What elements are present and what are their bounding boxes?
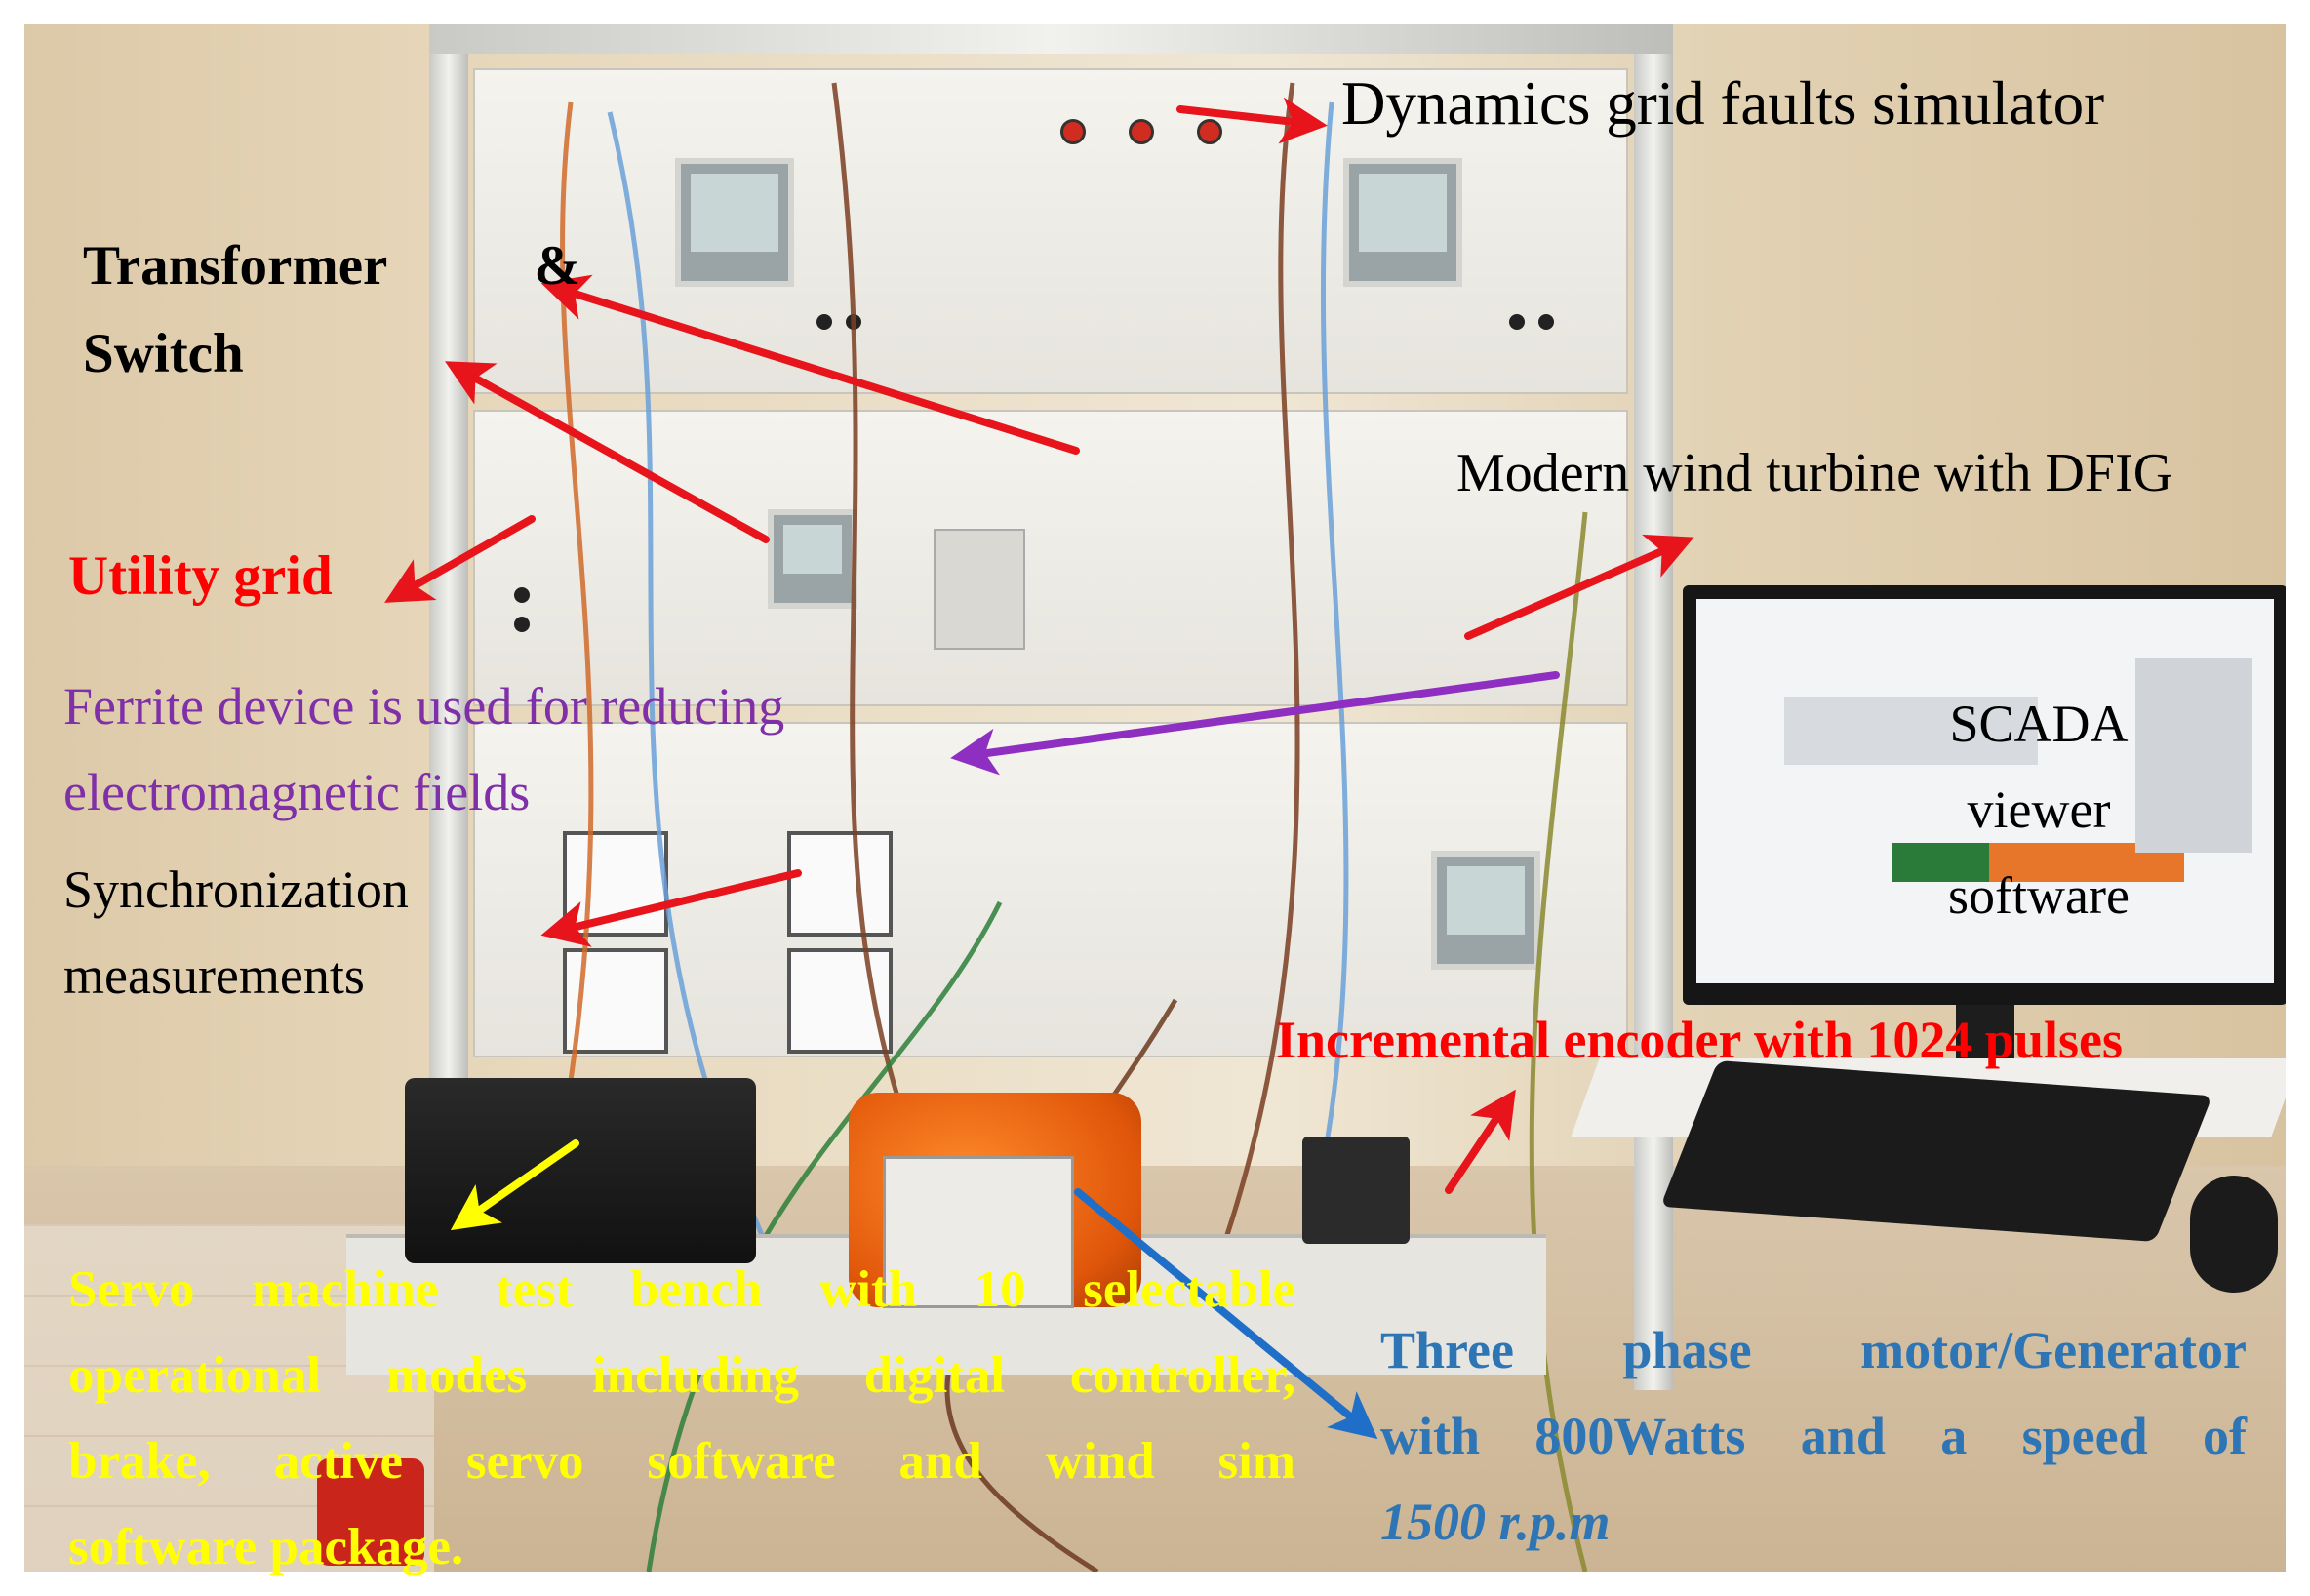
- label-scada-viewer-software: SCADA viewer software: [1948, 695, 2130, 925]
- socket: [1538, 314, 1554, 330]
- lab-photo: [24, 24, 2286, 1572]
- socket: [1509, 314, 1525, 330]
- label-transformer: Transformer: [83, 235, 388, 297]
- servo-machine: [405, 1078, 756, 1263]
- label-incremental-encoder: Incremental encoder with 1024 pulses: [1276, 1011, 2123, 1069]
- encoder: [1302, 1137, 1410, 1244]
- label-utility-grid: Utility grid: [68, 545, 333, 607]
- analog-gauge: [563, 948, 668, 1054]
- label-servo-test-bench: Servo machine test bench with 10 selecta…: [68, 1261, 1295, 1576]
- red-terminal: [1129, 119, 1154, 144]
- rack-post-right: [1634, 24, 1673, 1390]
- scada-screen: [1696, 599, 2274, 983]
- label-ampersand: &: [534, 235, 580, 297]
- label-synchronization-measurements: Synchronization measurements: [63, 860, 409, 1005]
- relay-block: [934, 529, 1025, 650]
- label-three-phase-motor: Three phase motor/Generator with 800Watt…: [1380, 1321, 2247, 1551]
- mouse: [2190, 1176, 2278, 1293]
- motor-terminal-box: [883, 1156, 1074, 1308]
- analog-gauge: [787, 831, 893, 937]
- power-meter-right: [1343, 158, 1462, 287]
- red-power-plug: [317, 1458, 424, 1566]
- label-wind-turbine-dfig: Modern wind turbine with DFIG: [1456, 443, 2173, 503]
- label-ferrite-device: Ferrite device is used for reducing elec…: [63, 677, 785, 821]
- label-transformer-switch: Transformer & Switch: [83, 222, 580, 398]
- socket: [514, 617, 530, 632]
- label-switch: Switch: [83, 323, 244, 384]
- monitor: [1683, 585, 2286, 1005]
- rack-top-bar: [429, 24, 1673, 54]
- rack-post-left: [429, 24, 468, 1195]
- label-dynamics-grid-faults-simulator: Dynamics grid faults simulator: [1341, 69, 2105, 138]
- red-terminal: [1060, 119, 1086, 144]
- power-meter-lower: [1431, 851, 1540, 970]
